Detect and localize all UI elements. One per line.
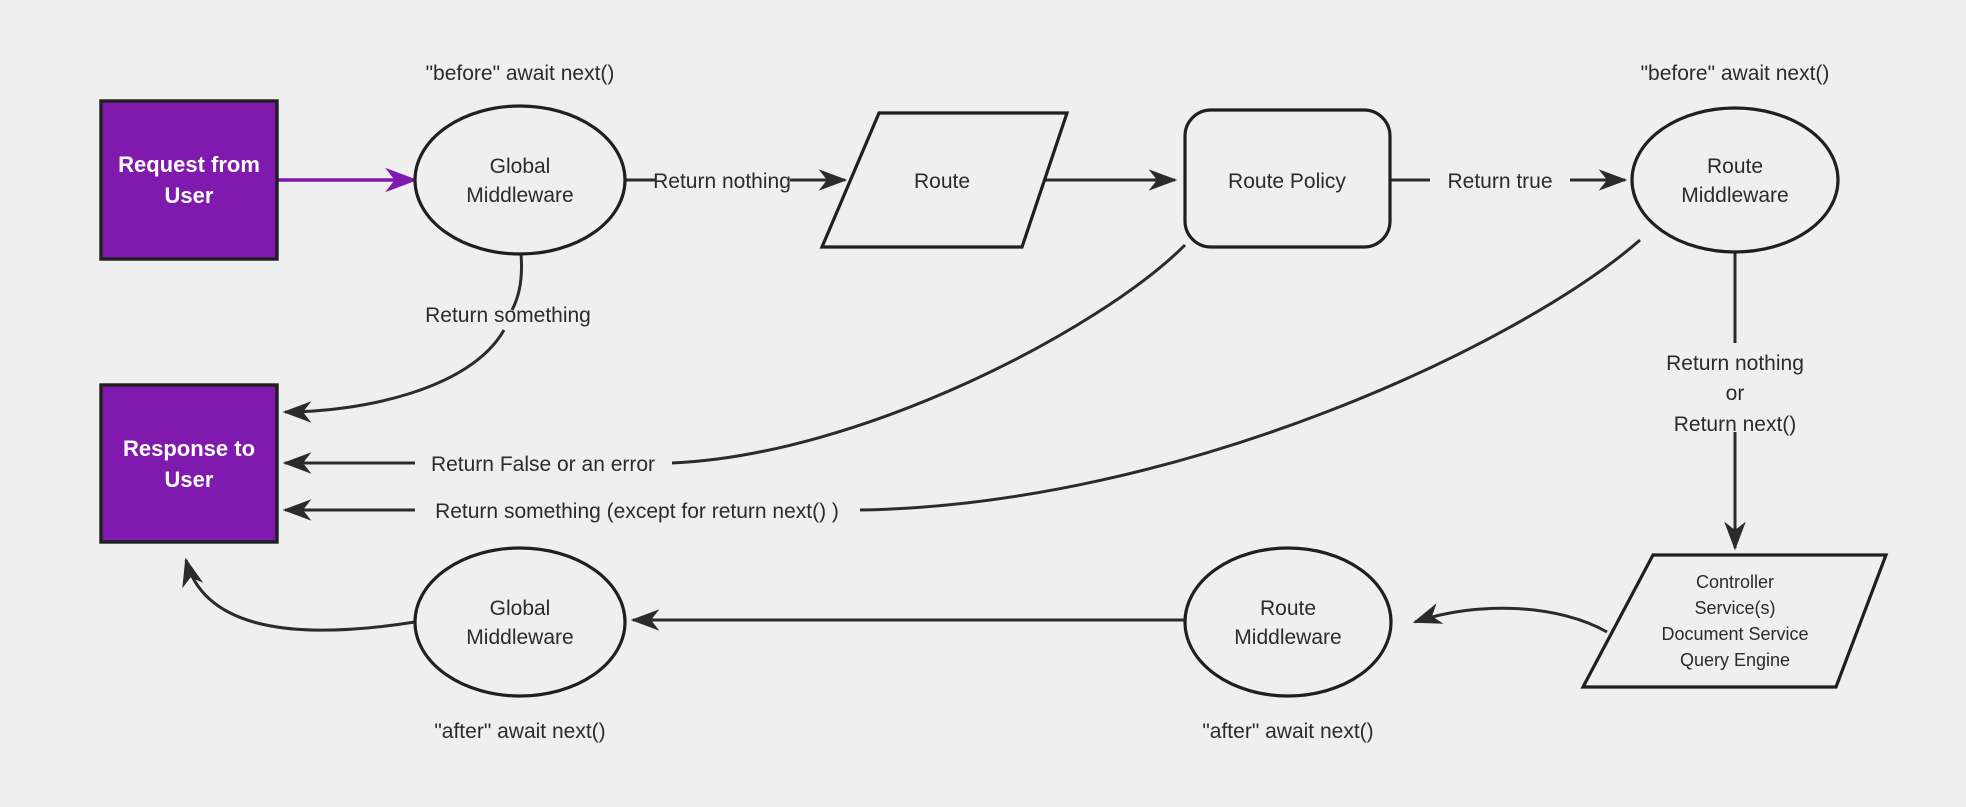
global-middleware-bottom-line1: Global <box>490 597 551 620</box>
node-global-middleware-top[interactable]: Global Middleware <box>413 104 627 256</box>
route-middleware-top-line2: Middleware <box>1681 184 1788 207</box>
node-route[interactable]: Route <box>819 111 1070 249</box>
edge-global-to-response-return-something <box>282 244 524 423</box>
controller-services-line1: Controller <box>1696 572 1774 592</box>
edge-controller-to-route-middleware-bottom <box>1412 603 1608 634</box>
node-route-middleware-bottom[interactable]: Route Middleware <box>1183 546 1393 698</box>
controller-services-line4: Query Engine <box>1680 650 1790 670</box>
global-middleware-bottom-line2: Middleware <box>466 626 573 649</box>
annotation-after-await-next-right: "after" await next() <box>1202 720 1373 743</box>
edge-route-policy-to-response-false <box>282 243 1187 474</box>
edge-label-return-nothing-or-next-line2: or <box>1726 382 1745 405</box>
node-response-to-user[interactable]: Response to User <box>99 383 279 544</box>
request-from-user-line1: Request from <box>118 152 260 177</box>
route-label: Route <box>914 170 970 193</box>
edge-label-return-nothing-or-next-line3: Return next() <box>1674 413 1797 436</box>
route-middleware-top-line1: Route <box>1707 155 1763 178</box>
edge-label-return-nothing-or-next-line1: Return nothing <box>1666 352 1804 375</box>
route-policy-label: Route Policy <box>1228 170 1346 193</box>
response-to-user-line1: Response to <box>123 436 255 461</box>
edge-label-return-true: Return true <box>1447 170 1552 193</box>
route-middleware-bottom-line1: Route <box>1260 597 1316 620</box>
annotation-before-await-next-right: "before" await next() <box>1641 62 1830 85</box>
edge-label-return-something-except-next: Return something (except for return next… <box>435 500 839 523</box>
node-controller-services[interactable]: Controller Service(s) Document Service Q… <box>1580 553 1889 689</box>
edge-label-return-nothing: Return nothing <box>653 170 791 193</box>
controller-services-line2: Service(s) <box>1694 598 1775 618</box>
node-route-middleware-top[interactable]: Route Middleware <box>1630 106 1840 254</box>
annotation-after-await-next-left: "after" await next() <box>434 720 605 743</box>
request-from-user-line2: User <box>165 183 214 208</box>
annotation-before-await-next-left: "before" await next() <box>426 62 615 85</box>
node-request-from-user[interactable]: Request from User <box>99 99 279 261</box>
node-global-middleware-bottom[interactable]: Global Middleware <box>413 546 627 698</box>
edge-route-middleware-to-response-something <box>282 238 1641 521</box>
controller-services-line3: Document Service <box>1661 624 1808 644</box>
edge-global-bottom-to-response <box>182 557 416 632</box>
route-middleware-bottom-line2: Middleware <box>1234 626 1341 649</box>
global-middleware-top-line2: Middleware <box>466 184 573 207</box>
node-route-policy[interactable]: Route Policy <box>1183 108 1392 249</box>
edge-label-return-false-or-error: Return False or an error <box>431 453 655 476</box>
response-to-user-line2: User <box>165 467 214 492</box>
edge-label-return-something: Return something <box>425 304 591 327</box>
global-middleware-top-line1: Global <box>490 155 551 178</box>
